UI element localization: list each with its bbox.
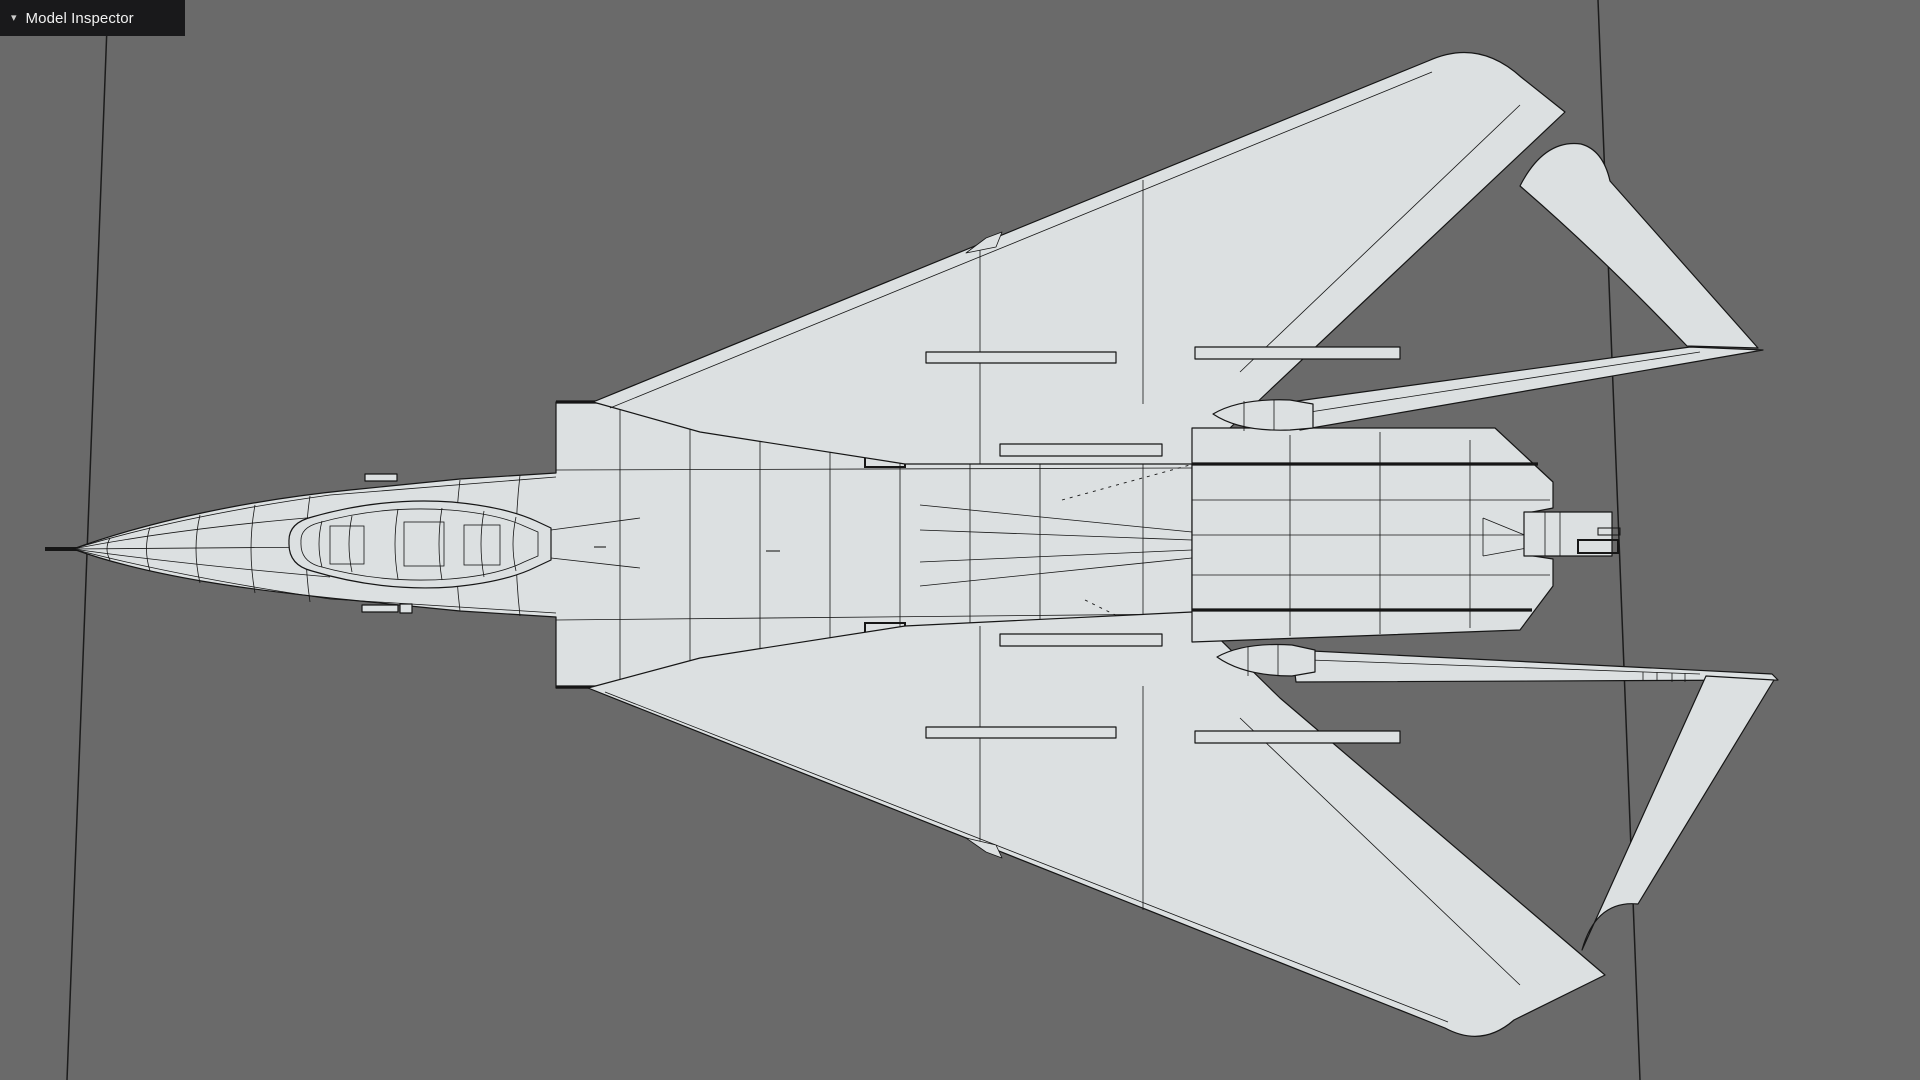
- wing-spoiler-bars: [925, 346, 1401, 744]
- model-inspector-header[interactable]: ▾ Model Inspector: [0, 0, 185, 36]
- stabilizer-lower-root-fairing: [1216, 643, 1316, 677]
- antenna-bottom-base: [399, 603, 413, 614]
- wing-lower-fence: [965, 837, 1003, 859]
- antenna-bottom: [361, 604, 399, 613]
- wireframe-model-aircraft: [45, 51, 1779, 1037]
- wing-lower: [587, 611, 1606, 1037]
- panel-title: Model Inspector: [25, 9, 134, 27]
- cockpit-console-rear: [463, 524, 501, 566]
- nozzle-probe-detail: [1597, 527, 1621, 536]
- stabilizer-upper: [1212, 346, 1764, 431]
- collapse-caret-icon[interactable]: ▾: [11, 11, 17, 24]
- wing-upper-fence: [965, 231, 1003, 254]
- tail-section: [1191, 427, 1554, 643]
- canopy: [288, 500, 641, 589]
- scene-line-left: [66, 0, 109, 1080]
- cockpit-console-front: [329, 525, 365, 565]
- wing-upper: [592, 51, 1566, 465]
- far-wing-sliver-lower: [1581, 675, 1775, 951]
- antenna-top: [364, 473, 398, 482]
- antenna-blades: [361, 473, 413, 614]
- nozzle-petal-detail: [1577, 539, 1619, 554]
- wing-upper-leading-edge-line: [609, 71, 1433, 409]
- far-wing-sliver-upper: [1519, 142, 1759, 349]
- wing-lower-leading-edge-line: [604, 691, 1449, 1023]
- stabilizer-upper-root-fairing: [1212, 399, 1314, 431]
- engine-nozzle: [1523, 511, 1621, 557]
- cockpit-console-mid: [403, 521, 445, 567]
- stabilizer-lower: [1216, 643, 1779, 683]
